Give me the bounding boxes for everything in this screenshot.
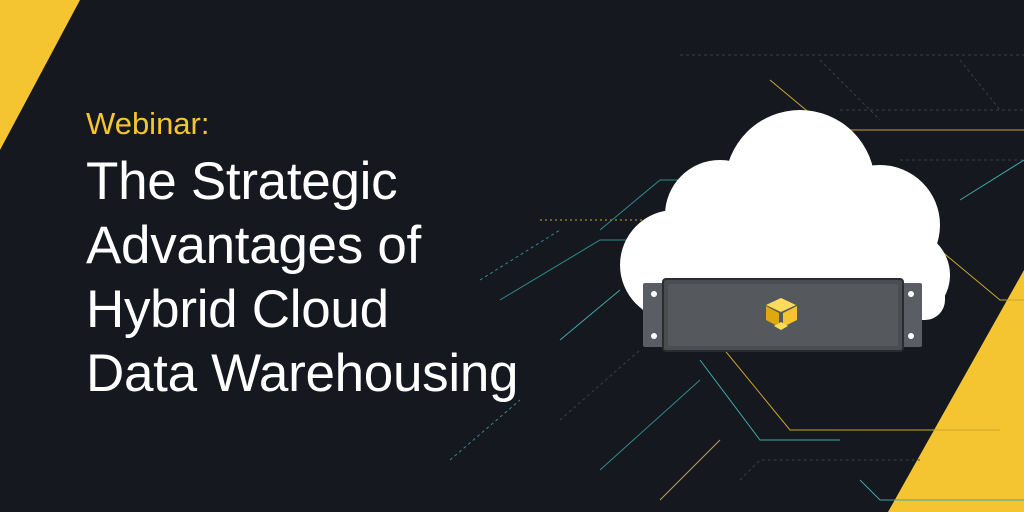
title-line-2: Advantages of bbox=[86, 216, 421, 275]
yellow-corner-triangle-top-left bbox=[0, 0, 80, 150]
title-line-1: The Strategic bbox=[86, 152, 398, 211]
server-unit bbox=[643, 278, 922, 352]
eyebrow-label: Webinar: bbox=[86, 106, 210, 141]
circuit-lines bbox=[449, 54, 1024, 501]
yellow-corner-triangle-bottom-right bbox=[888, 270, 1024, 512]
cube-logo-icon bbox=[766, 298, 797, 330]
title-line-3: Hybrid Cloud bbox=[86, 280, 389, 339]
title-line-4: Data Warehousing bbox=[86, 344, 519, 403]
headline-block: Webinar: The Strategic Advantages of Hyb… bbox=[86, 104, 519, 406]
